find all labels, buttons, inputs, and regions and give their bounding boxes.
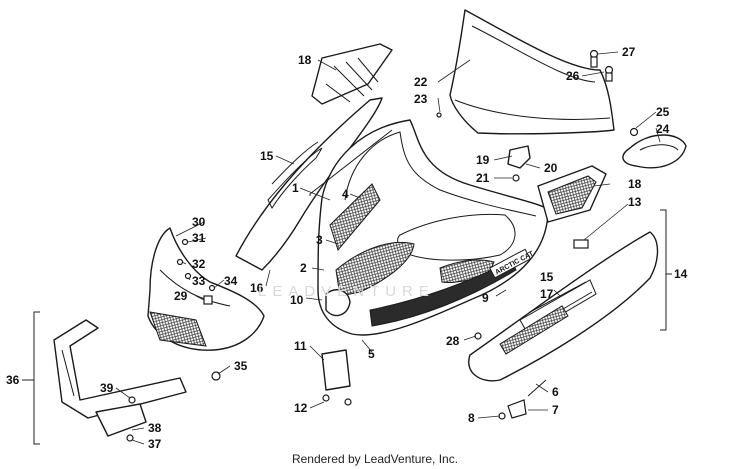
callout-brackets [22, 129, 672, 445]
callout-5: 5 [368, 347, 375, 361]
callout-15: 15 [260, 149, 274, 163]
callout-12: 12 [294, 401, 308, 415]
leader-lines [115, 51, 661, 445]
callout-11: 11 [294, 339, 307, 353]
callout-2: 2 [300, 261, 307, 275]
bracket-part [507, 145, 531, 182]
callout-34: 34 [224, 274, 238, 288]
vent-screen-right-part [537, 165, 607, 223]
windshield-screws [436, 49, 639, 137]
callout-35: 35 [234, 359, 248, 373]
callout-1: 1 [292, 181, 299, 195]
callout-14: 14 [674, 267, 688, 281]
callout-13: 13 [628, 195, 642, 209]
front-nose-part [147, 227, 265, 351]
callout-21: 21 [476, 171, 490, 185]
callout-39: 39 [100, 381, 114, 395]
callout-10: 10 [290, 293, 304, 307]
hood-part: ARCTIC CAT [317, 119, 549, 336]
callout-29: 29 [174, 289, 188, 303]
callout-38: 38 [148, 421, 162, 435]
mirror-right-part [622, 134, 687, 169]
callout-18-lower: 18 [628, 177, 642, 191]
callout-19: 19 [476, 153, 490, 167]
callout-24: 24 [656, 122, 670, 136]
side-panel-left-part [235, 97, 383, 271]
callout-22: 22 [414, 75, 428, 89]
callout-23: 23 [414, 92, 428, 106]
windshield-part [449, 9, 615, 135]
hardware-set [126, 238, 589, 442]
callout-37: 37 [148, 437, 162, 451]
callout-6: 6 [552, 385, 559, 399]
side-panel-right-part [468, 231, 659, 382]
callout-26: 26 [566, 69, 580, 83]
callout-30: 30 [192, 215, 206, 229]
callout-27: 27 [622, 45, 636, 59]
watermark-text: LEADVENTURE [258, 283, 435, 300]
callout-9: 9 [482, 291, 489, 305]
callout-33: 33 [192, 274, 206, 288]
callout-18: 18 [298, 53, 312, 67]
footer-credit: Rendered by LeadVenture, Inc. [291, 452, 459, 466]
callout-16: 16 [250, 281, 264, 295]
callout-4: 4 [342, 187, 349, 201]
callout-31: 31 [192, 231, 206, 245]
callout-8: 8 [468, 411, 475, 425]
callout-32: 32 [192, 257, 206, 271]
callout-3: 3 [316, 233, 323, 247]
callout-25: 25 [656, 105, 670, 119]
callout-labels: 27 18 22 26 23 25 24 15 19 20 21 1 4 18 … [6, 45, 688, 451]
callout-17: 17 [540, 287, 554, 301]
mirror-left-part [311, 43, 393, 105]
callout-15-lower: 15 [540, 270, 554, 284]
callout-7: 7 [552, 403, 559, 417]
bumper-part [53, 319, 187, 437]
callout-28: 28 [446, 334, 460, 348]
callout-20: 20 [544, 161, 558, 175]
callout-36: 36 [6, 373, 20, 387]
